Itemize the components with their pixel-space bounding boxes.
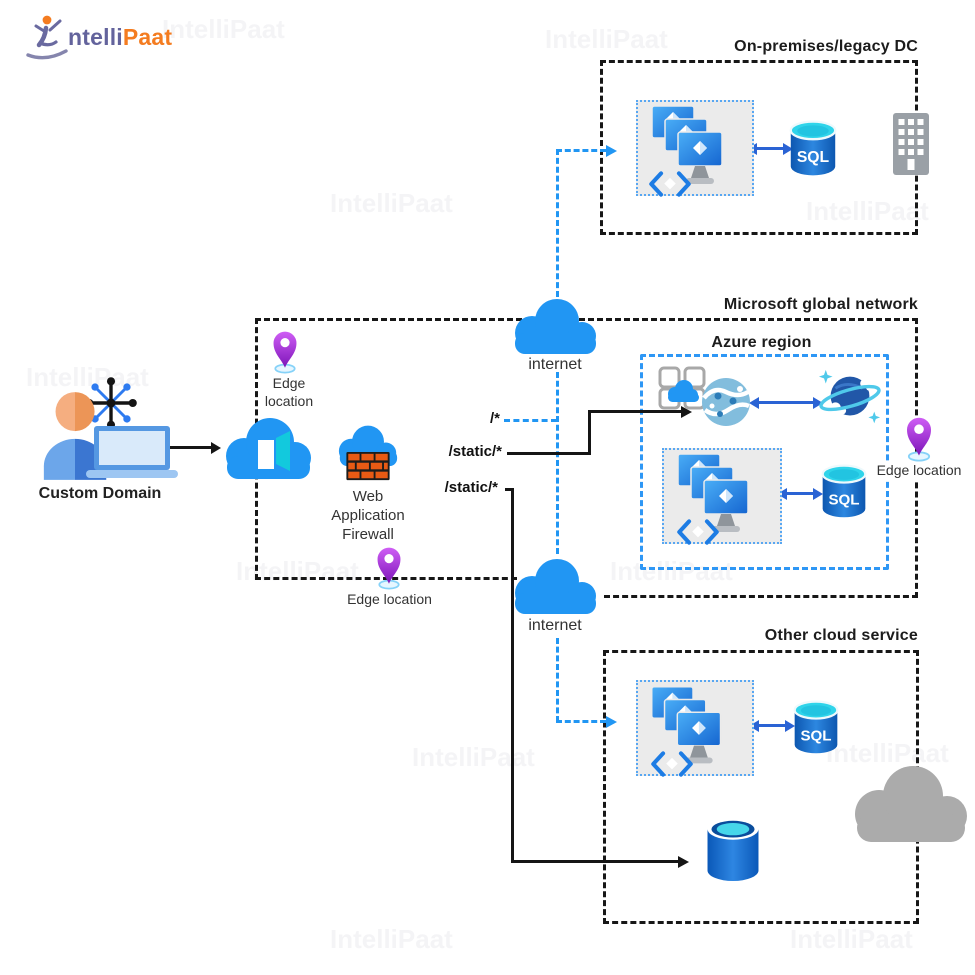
azure-region-title: Azure region	[711, 334, 812, 351]
route-static-lower-arrowhead	[678, 855, 689, 868]
route-internet-to-othercloud-horizontal	[556, 720, 606, 723]
code-icon	[651, 751, 693, 777]
waf-label-line2: Application	[331, 506, 405, 524]
edge-location-pin-icon	[907, 417, 931, 462]
route-static-lower-label: /static/*	[444, 479, 498, 496]
building-icon	[893, 113, 929, 175]
route-wildcard-label: /*	[489, 410, 500, 427]
waf-cloud-icon	[338, 425, 398, 481]
edge-location-bottom-label: Edge location	[347, 591, 432, 607]
route-internet-to-othercloud-arrowhead	[606, 715, 617, 728]
global-network-border-bottom-left	[255, 577, 517, 580]
route-static-upper-label: /static/*	[448, 443, 502, 460]
onprem-box-border-bottom	[600, 232, 918, 235]
other-cloud-border-bottom	[603, 921, 919, 924]
other-cloud-title: Other cloud service	[764, 627, 918, 644]
other-cloud-border-top	[603, 650, 919, 653]
waf-label: Web Application Firewall	[316, 488, 420, 544]
route-internet-to-othercloud-vertical	[556, 638, 559, 722]
watermark: IntelliPaat	[545, 24, 668, 54]
watermark: IntelliPaat	[806, 196, 929, 226]
storage-container-icon	[707, 818, 759, 881]
global-network-border-top	[255, 318, 918, 321]
global-network-title: Microsoft global network	[723, 296, 918, 313]
route-static-upper-h2	[588, 410, 681, 413]
route-static-lower-v	[511, 488, 514, 863]
route-clouds-vertical	[556, 372, 559, 554]
web-servers-icon	[651, 686, 722, 764]
brick-wall-icon	[346, 451, 390, 481]
sql-database-icon: SQL	[793, 700, 839, 754]
othercloud-web-servers-box	[636, 680, 754, 776]
route-static-lower-h1	[505, 488, 514, 491]
laptop-icon	[86, 426, 178, 478]
watermark: IntelliPaat	[412, 742, 535, 772]
internet-bottom-label: internet	[528, 617, 582, 634]
svg-text:SQL: SQL	[828, 491, 859, 508]
azure-servers-sql-arrow	[777, 487, 823, 500]
sql-database-icon: SQL	[821, 464, 867, 518]
route-static-lower-h2	[511, 860, 678, 863]
watermark: IntelliPaat	[330, 188, 453, 218]
route-static-upper-arrowhead	[681, 405, 692, 418]
app-service-plan-icon	[658, 366, 706, 410]
onprem-servers-sql-arrow	[747, 142, 793, 155]
waf-label-line3: Firewall	[342, 525, 394, 543]
logo-figure-icon	[26, 15, 68, 60]
onprem-box-border-top	[600, 60, 918, 63]
cosmos-db-icon	[818, 369, 881, 424]
gray-cloud-icon	[855, 766, 967, 842]
waf-label-line1: Web	[352, 488, 384, 505]
edge-location-right-label: Edge location	[875, 462, 963, 480]
svg-text:SQL: SQL	[797, 149, 830, 166]
route-internet-to-onprem-arrowhead	[606, 144, 617, 157]
route-wildcard-line	[504, 419, 557, 422]
watermark: IntelliPaat	[330, 924, 453, 954]
route-static-upper-h1	[507, 452, 591, 455]
intellipaat-logo: ntelliPaat	[26, 14, 172, 60]
front-door-cloud-icon	[226, 418, 311, 479]
web-servers-icon	[677, 453, 749, 532]
internet-cloud-icon	[515, 559, 596, 614]
internet-top-label: internet	[528, 356, 582, 373]
watermark: IntelliPaat	[162, 14, 285, 44]
web-app-globe-icon	[702, 378, 750, 426]
edge-location-pin-icon	[377, 547, 401, 590]
onprem-box-border-left	[600, 60, 603, 235]
global-network-border-bottom-right	[604, 595, 918, 598]
sql-database-icon: SQL	[789, 120, 837, 176]
other-cloud-border-left	[603, 650, 606, 924]
edge-location-pin-icon	[273, 331, 297, 374]
web-servers-icon	[651, 105, 723, 184]
watermark: IntelliPaat	[790, 924, 913, 954]
user-icon	[43, 392, 107, 480]
othercloud-servers-sql-arrow	[749, 719, 795, 732]
edge-location-top-label: Edge location	[264, 375, 314, 409]
onprem-title: On-premises/legacy DC	[734, 38, 918, 55]
internet-cloud-icon	[515, 299, 596, 354]
code-icon	[677, 519, 719, 545]
onprem-web-servers-box	[636, 100, 754, 196]
code-icon	[649, 171, 691, 197]
custom-domain-label: Custom Domain	[38, 485, 162, 502]
watermark: IntelliPaat	[826, 738, 949, 768]
svg-text:SQL: SQL	[800, 727, 831, 744]
azure-globe-cosmos-arrow	[749, 396, 823, 409]
route-static-upper-v	[588, 410, 591, 455]
route-internet-to-onprem-vertical	[556, 149, 559, 297]
watermark: IntelliPaat	[610, 556, 733, 586]
route-internet-to-onprem-horizontal	[556, 149, 606, 152]
logo-text: ntelliPaat	[68, 23, 173, 50]
